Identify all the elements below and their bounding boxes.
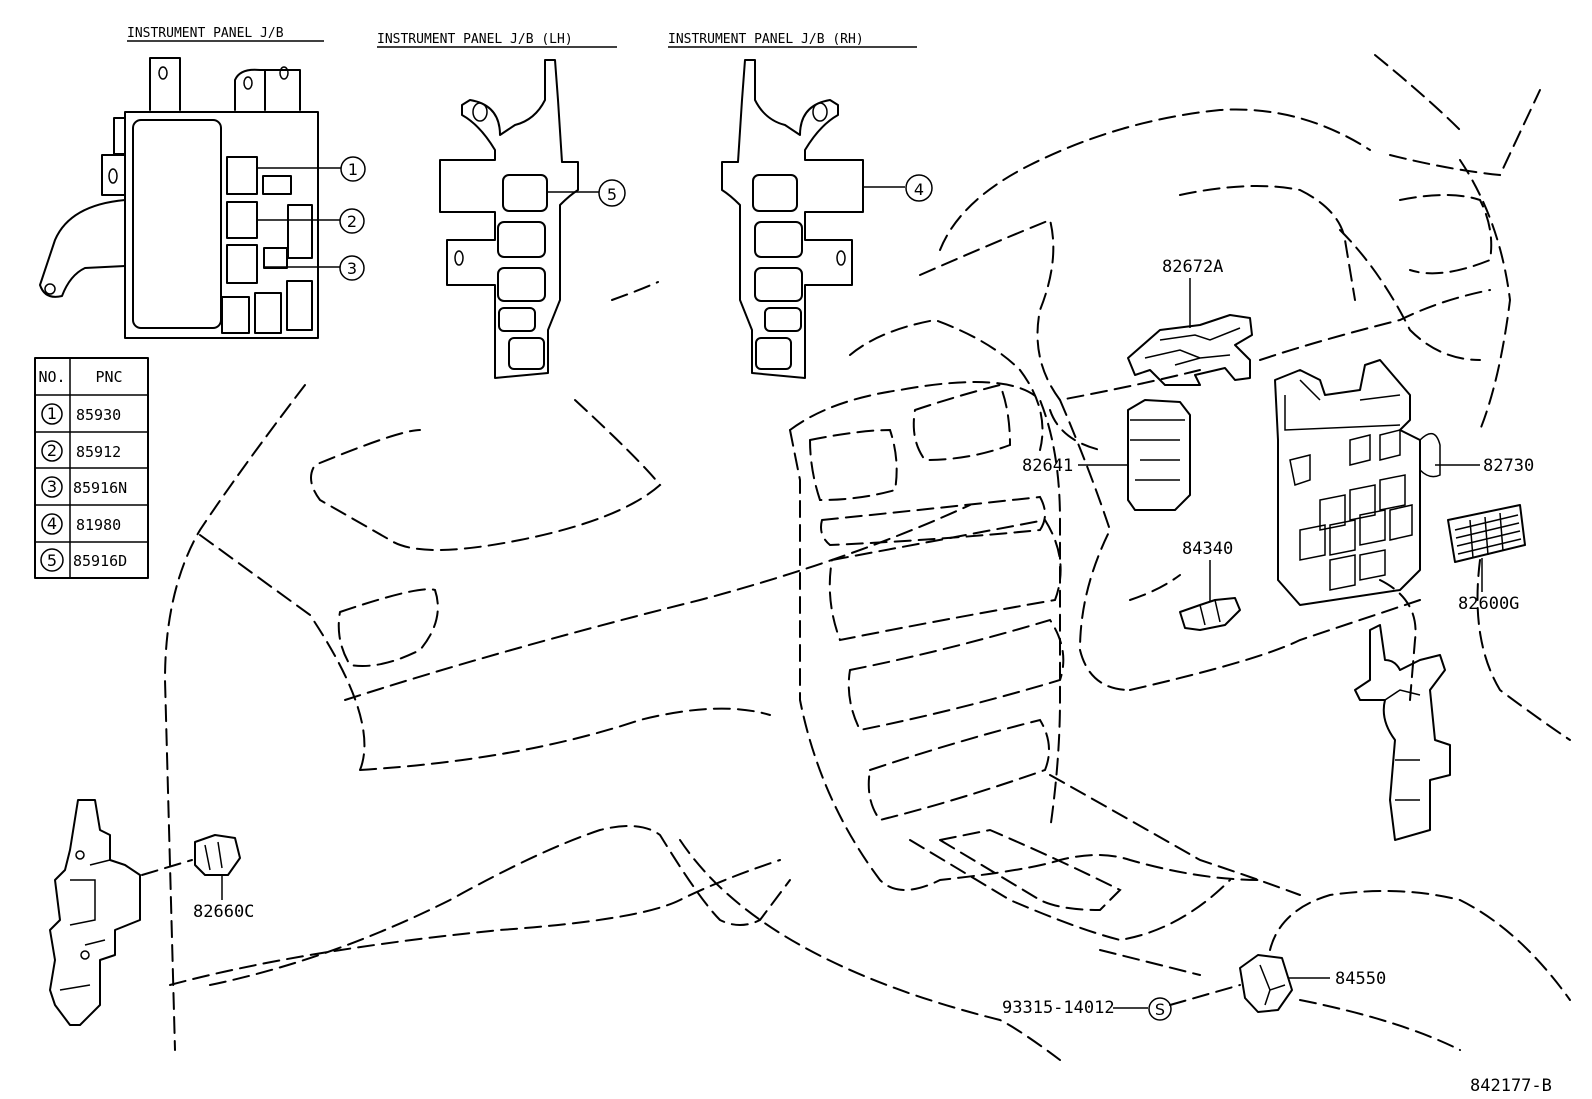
diagram-id: 842177-B	[1470, 1076, 1552, 1096]
part-82660c	[194, 834, 241, 900]
title-jb: INSTRUMENT PANEL J/B	[127, 26, 324, 42]
part-82730	[1274, 359, 1480, 606]
title-jb-rh: INSTRUMENT PANEL J/B (RH)	[668, 32, 917, 48]
svg-text:INSTRUMENT PANEL J/B: INSTRUMENT PANEL J/B	[127, 26, 284, 41]
svg-text:2: 2	[347, 212, 357, 231]
junction-block-drawing	[39, 57, 341, 339]
dashboard-outline	[163, 54, 1571, 1061]
table-row-pnc: 81980	[76, 516, 121, 534]
part-right-bracket	[1354, 624, 1451, 841]
table-header-pnc: PNC	[95, 368, 122, 386]
title-jb-lh: INSTRUMENT PANEL J/B (LH)	[377, 32, 617, 48]
table-row-pnc: 85916D	[73, 552, 127, 570]
table-row-no: 5	[47, 551, 57, 570]
table-row-no: 4	[47, 514, 57, 533]
svg-text:3: 3	[347, 259, 357, 278]
table-row-no: 3	[47, 477, 57, 496]
label-93315-14012: 93315-14012	[1002, 998, 1115, 1018]
label-82660c: 82660C	[193, 902, 254, 922]
svg-text:INSTRUMENT PANEL J/B (LH): INSTRUMENT PANEL J/B (LH)	[377, 32, 573, 47]
table-row-no: 1	[47, 404, 57, 423]
label-82672a: 82672A	[1162, 257, 1223, 277]
part-84550	[1239, 954, 1330, 1013]
table-row-pnc: 85912	[76, 443, 121, 461]
callout-4: 4	[905, 174, 933, 202]
label-82641: 82641	[1022, 456, 1073, 476]
table-row-no: 2	[47, 441, 57, 460]
jb-lh-bracket	[439, 59, 599, 379]
label-82730: 82730	[1483, 456, 1534, 476]
svg-text:INSTRUMENT PANEL J/B (RH): INSTRUMENT PANEL J/B (RH)	[668, 32, 864, 47]
callout-s: S	[1148, 997, 1172, 1021]
label-84340: 84340	[1182, 539, 1233, 559]
table-header-no: NO.	[38, 368, 65, 386]
table-row-pnc: 85916N	[73, 479, 127, 497]
label-84550: 84550	[1335, 969, 1386, 989]
svg-text:4: 4	[914, 180, 924, 199]
callout-1: 1	[340, 156, 366, 182]
svg-text:5: 5	[607, 185, 617, 204]
pnc-table: NO. PNC 1 85930 2 85912 3 85916N 4 81980…	[34, 357, 149, 579]
svg-text:1: 1	[348, 160, 358, 179]
svg-text:S: S	[1155, 1000, 1165, 1019]
label-82600g: 82600G	[1458, 594, 1519, 614]
part-82641	[1078, 399, 1191, 511]
callout-5: 5	[598, 179, 626, 207]
part-82672a	[1127, 278, 1253, 386]
callout-2: 2	[339, 208, 365, 234]
jb-rh-bracket	[721, 59, 905, 379]
part-84340	[1179, 560, 1241, 631]
callout-3: 3	[339, 255, 365, 281]
part-82600g	[1447, 504, 1526, 592]
table-row-pnc: 85930	[76, 406, 121, 424]
part-left-bracket	[49, 799, 193, 1026]
